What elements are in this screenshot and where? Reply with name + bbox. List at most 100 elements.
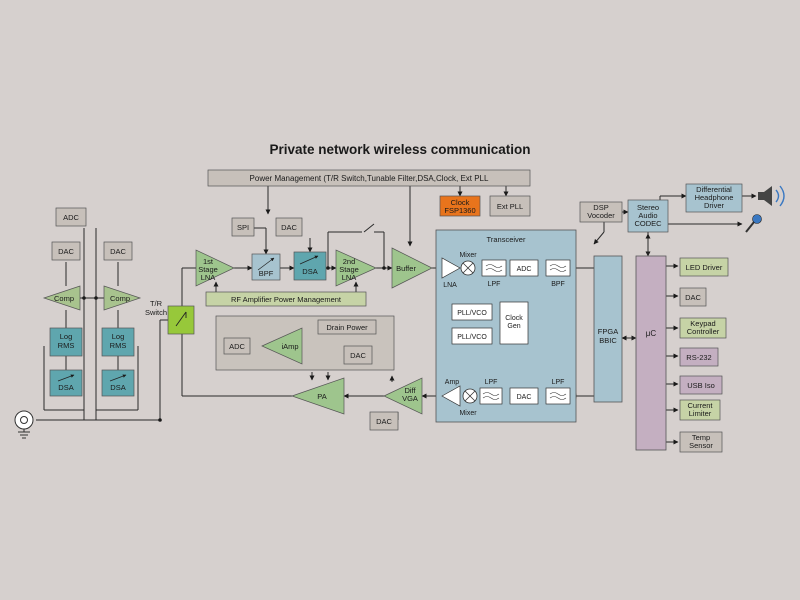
dsa-mid-label: DSA <box>302 267 317 276</box>
temp-sensor-block <box>679 431 723 453</box>
adc-tx-label: ADC <box>517 266 532 273</box>
dac-top-label: DAC <box>281 223 297 232</box>
dac-top-block <box>275 217 303 237</box>
rs232-label: RS-232 <box>686 353 711 362</box>
adc-tx-block <box>509 259 539 277</box>
mixer-bot-icon <box>462 388 478 404</box>
headphone-driver-block <box>685 183 743 213</box>
keypad-block <box>679 317 727 339</box>
bpf-block <box>251 253 281 281</box>
diagram-title: Private network wireless communication <box>269 142 531 157</box>
comp1-label: Comp <box>54 294 74 303</box>
ext-pll-label: Ext PLL <box>497 202 523 211</box>
bpf-label: BPF <box>259 269 274 278</box>
clock-block <box>439 195 481 217</box>
adc-left-block <box>55 207 87 227</box>
led-driver-block <box>679 257 729 277</box>
mixer-top-label: Mixer <box>459 252 477 259</box>
buffer-amp <box>391 247 433 289</box>
stereo-codec-block <box>627 199 669 233</box>
pa-amp <box>290 377 345 415</box>
rf-amp-pm-block <box>205 291 367 307</box>
lpf-bot2-icon <box>549 392 567 400</box>
dsa-left2-block <box>101 369 135 397</box>
dac-left1-block <box>51 241 81 261</box>
adc-iamp-label: ADC <box>229 342 245 351</box>
bpf-tune-arrow <box>257 257 275 271</box>
adc-left-label: ADC <box>63 213 79 222</box>
lpf-top-block <box>481 259 507 277</box>
fpga-block <box>593 255 623 403</box>
pa-label: PA <box>317 392 326 401</box>
dac-left2-label: DAC <box>110 247 126 256</box>
clock-gen-block <box>499 301 529 345</box>
dac-right-label: DAC <box>685 293 701 302</box>
usb-iso-block <box>679 375 723 395</box>
pll-vco2-block <box>451 327 493 345</box>
bpf-tx-block <box>545 259 571 277</box>
mixer-bot-label: Mixer <box>459 410 477 417</box>
lpf-bot2-block <box>545 387 571 405</box>
dac-drain-label: DAC <box>350 351 366 360</box>
bpf-tx-label: BPF <box>551 281 565 288</box>
ext-pll-block <box>489 195 531 217</box>
dac-right-block <box>679 287 707 307</box>
dsa-mid-block <box>293 251 327 281</box>
iamp-label: iAmp <box>281 342 298 351</box>
uc-block <box>635 255 667 451</box>
mixer-top-icon <box>460 260 476 276</box>
drain-power-block <box>317 319 377 335</box>
dac-tx-block <box>509 387 539 405</box>
lpf-top-icon <box>485 264 503 272</box>
log-rms1-block <box>49 327 83 357</box>
comp2-amp <box>103 285 142 311</box>
uc-label: μC <box>646 329 657 338</box>
lna-tx-amp <box>441 257 461 279</box>
drain-power-label: Drain Power <box>326 323 368 332</box>
dac-drain-block <box>343 345 373 365</box>
wires <box>23 186 757 445</box>
dsp-vocoder-block <box>579 201 623 223</box>
dsa-left1-label: DSA <box>58 383 73 392</box>
dsa-left2-arrow <box>109 374 127 382</box>
adc-iamp-block <box>223 337 251 355</box>
power-management-label: Power Management (T/R Switch,Tunable Fil… <box>250 174 489 183</box>
microphone-icon <box>745 214 762 233</box>
log-rms2-block <box>101 327 135 357</box>
amp-tx-amp <box>441 385 461 407</box>
lpf-bot2-label: LPF <box>552 379 565 386</box>
stage1-lna-amp <box>195 249 235 287</box>
lpf-bot-label: LPF <box>485 379 498 386</box>
pll-vco2-label: PLL/VCO <box>457 334 487 341</box>
rf-amp-pm-label: RF Amplifier Power Management <box>231 295 342 304</box>
dac-tx-label: DAC <box>517 394 532 401</box>
antenna-icon <box>14 410 34 439</box>
dsa-mid-arrow <box>299 255 319 265</box>
power-management-block <box>207 169 531 187</box>
switch-icon <box>175 311 187 327</box>
spi-block <box>231 217 255 237</box>
lpf-top-label: LPF <box>488 281 501 288</box>
usb-iso-label: USB Iso <box>687 381 715 390</box>
comp1-amp <box>42 285 81 311</box>
dac-left2-block <box>103 241 133 261</box>
speaker-icon <box>758 185 785 207</box>
dsa-left1-block <box>49 369 83 397</box>
dac-vga-block <box>369 411 399 431</box>
diff-vga-amp <box>383 377 423 415</box>
lpf-bot-block <box>479 387 503 405</box>
